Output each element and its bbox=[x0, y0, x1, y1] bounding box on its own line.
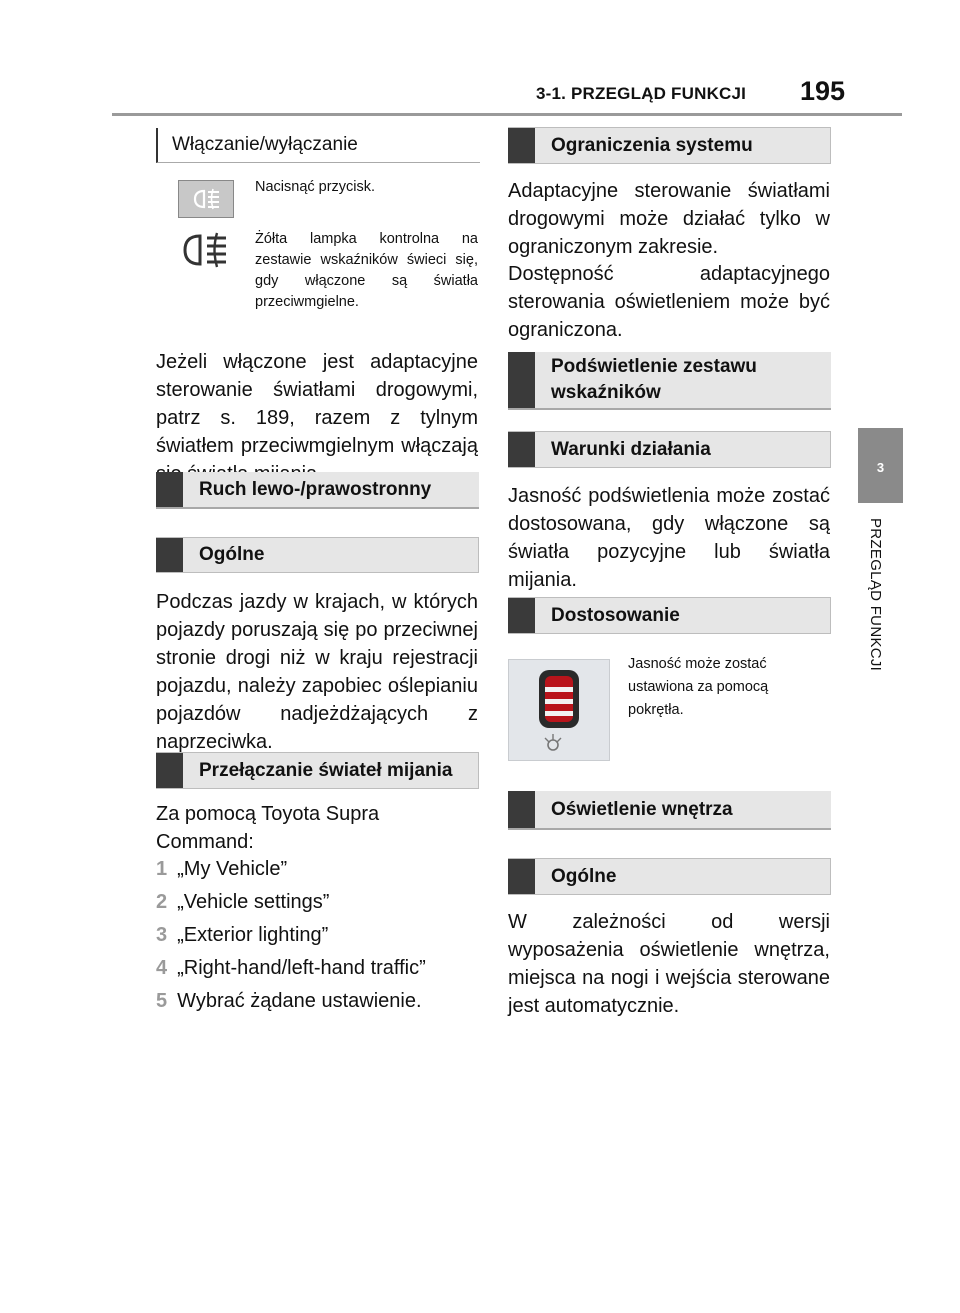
general-heading: Ogólne bbox=[156, 537, 479, 573]
button-caption: Nacisnąć przycisk. bbox=[255, 179, 376, 195]
conditions-heading-text: Warunki działania bbox=[551, 438, 711, 460]
step-3: 3„Exterior lighting” bbox=[156, 924, 329, 946]
conditions-heading: Warunki działania bbox=[508, 431, 831, 468]
chapter-tab bbox=[858, 428, 903, 503]
adaptive-paragraph: Jeżeli włączone jest adaptacyjne sterowa… bbox=[156, 351, 478, 485]
conditions-paragraph: Jasność podświetlenia może zostać dostos… bbox=[508, 485, 830, 591]
indicator-caption: Żółta lampka kontrolna na zestawie wskaź… bbox=[255, 231, 478, 310]
interior-heading: Oświetlenie wnętrza bbox=[508, 791, 831, 830]
step-1: 1„My Vehicle” bbox=[156, 858, 288, 880]
dimmer-knob-image bbox=[508, 659, 610, 761]
fog-light-indicator-icon bbox=[183, 232, 226, 268]
header-divider bbox=[112, 113, 902, 116]
switch-heading-text: Włączanie/wyłączanie bbox=[172, 134, 358, 155]
command-line-2: Command: bbox=[156, 831, 254, 853]
step-4: 4„Right-hand/left-hand traffic” bbox=[156, 957, 426, 979]
switch-lights-heading: Przełączanie świateł mijania bbox=[156, 752, 479, 789]
page-number: 195 bbox=[800, 76, 846, 106]
traffic-heading-text: Ruch lewo-/prawostronny bbox=[199, 478, 432, 500]
adjust-heading-text: Dostosowanie bbox=[551, 604, 680, 626]
fog-light-icon bbox=[193, 188, 219, 210]
limits-paragraph-2: Dostępność adaptacyjnego sterowania oświ… bbox=[508, 263, 830, 341]
chapter-label: PRZEGLĄD FUNKCJI bbox=[867, 518, 884, 672]
backlight-heading-text: Podświetlenie zestawu wskaźników bbox=[551, 356, 757, 403]
switch-heading: Włączanie/wyłączanie bbox=[156, 128, 480, 163]
fog-light-indicator-image bbox=[180, 230, 234, 270]
interior-general-heading: Ogólne bbox=[508, 858, 831, 895]
backlight-heading: Podświetlenie zestawu wskaźników bbox=[508, 352, 831, 410]
interior-heading-text: Oświetlenie wnętrza bbox=[551, 798, 733, 820]
step-2: 2„Vehicle settings” bbox=[156, 891, 330, 913]
adjust-caption: Jasność może zostać ustawiona za pomocą … bbox=[628, 656, 769, 718]
adjust-heading: Dostosowanie bbox=[508, 597, 831, 634]
limits-paragraph-1: Adaptacyjne sterowanie światłami drogowy… bbox=[508, 180, 830, 258]
interior-general-heading-text: Ogólne bbox=[551, 865, 617, 887]
limits-heading: Ograniczenia systemu bbox=[508, 127, 831, 164]
dimmer-knob-icon bbox=[539, 670, 579, 751]
limits-heading-text: Ograniczenia systemu bbox=[551, 134, 753, 156]
traffic-heading: Ruch lewo-/prawostronny bbox=[156, 472, 479, 509]
general-heading-text: Ogólne bbox=[199, 544, 265, 565]
fog-light-button-image bbox=[178, 180, 234, 218]
section-title: 3-1. PRZEGLĄD FUNKCJI bbox=[536, 84, 747, 103]
interior-paragraph: W zależności od wersji wyposażenia oświe… bbox=[508, 911, 830, 1017]
command-intro: Za pomocą Toyota Supra Command: bbox=[156, 800, 379, 856]
switch-lights-heading-text: Przełączanie świateł mijania bbox=[199, 759, 453, 781]
general-paragraph: Podczas jazdy w krajach, w których pojaz… bbox=[156, 591, 478, 753]
command-line-1: Za pomocą Toyota Supra bbox=[156, 803, 380, 825]
chapter-number: 3 bbox=[876, 460, 885, 475]
